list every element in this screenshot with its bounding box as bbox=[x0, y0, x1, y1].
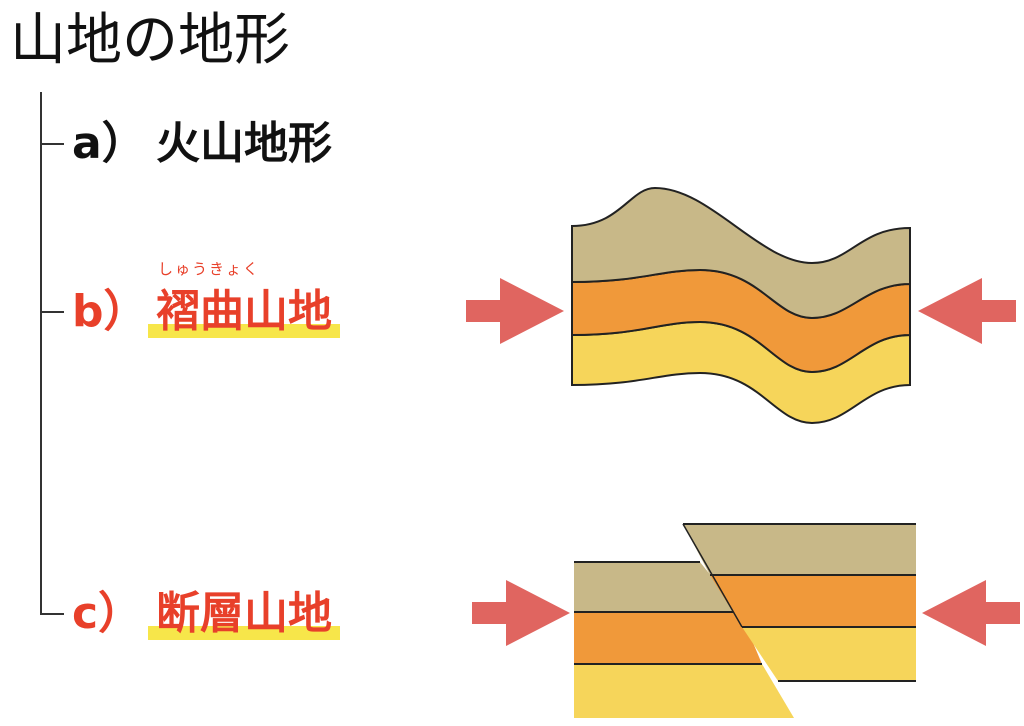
tree-branch-b bbox=[40, 311, 64, 313]
item-fold-mountain: b）褶曲山地 bbox=[72, 284, 340, 340]
furigana: しゅうきょく bbox=[158, 260, 261, 278]
item-volcanic: a）火山地形 bbox=[72, 116, 332, 172]
item-fault-mountain: c） 断層山地 bbox=[72, 586, 340, 642]
fault-right-layer-bottom bbox=[742, 627, 916, 681]
arrow-right-icon bbox=[472, 580, 570, 646]
highlight-marker: 褶曲山地 bbox=[148, 284, 340, 340]
arrow-left-icon bbox=[922, 580, 1020, 646]
fault-left-layer-bottom bbox=[574, 664, 794, 718]
page-title: 山地の地形 bbox=[10, 8, 290, 73]
tree-branch-c bbox=[40, 613, 64, 615]
item-marker: c） bbox=[72, 588, 143, 639]
item-marker: a） bbox=[72, 118, 146, 169]
fault-right-layer-middle bbox=[710, 575, 916, 627]
fault-left-layer-middle bbox=[574, 612, 762, 664]
item-label: 断層山地 bbox=[156, 588, 332, 639]
item-label: 褶曲山地 bbox=[156, 286, 332, 337]
highlight-marker: 断層山地 bbox=[148, 586, 340, 642]
item-marker: b） bbox=[72, 286, 148, 337]
arrow-right-icon bbox=[466, 278, 564, 344]
tree-line bbox=[40, 92, 42, 615]
item-label: 火山地形 bbox=[156, 118, 332, 169]
fault-left-layer-top bbox=[574, 562, 740, 612]
arrow-left-icon bbox=[918, 278, 1016, 344]
fault-right-layer-top bbox=[683, 524, 916, 575]
tree-branch-a bbox=[40, 143, 64, 145]
fault-diagram bbox=[574, 523, 916, 718]
fold-diagram bbox=[571, 186, 911, 425]
